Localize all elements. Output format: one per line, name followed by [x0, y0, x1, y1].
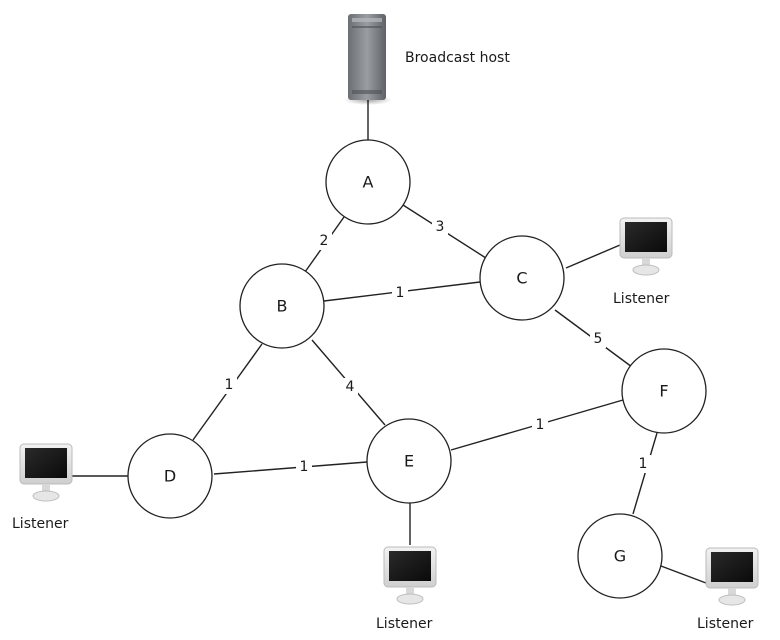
weight-B-D: 1: [225, 377, 234, 393]
node-F: F: [621, 348, 707, 434]
listener-label-G: Listener: [697, 616, 754, 632]
node-label-C: C: [516, 269, 527, 288]
weight-D-E: 1: [300, 459, 309, 475]
weight-A-C: 3: [436, 219, 445, 235]
edge-D-E: [213, 461, 368, 475]
edge-weights: 2 3 1 1 4 5 1 1 1: [221, 218, 651, 476]
listener-label-E: Listener: [376, 616, 433, 632]
weight-C-F: 5: [594, 331, 603, 347]
listener-label-D: Listener: [12, 516, 69, 532]
desktop-computer-icon: [19, 443, 73, 502]
node-label-B: B: [277, 297, 288, 316]
node-B: B: [239, 263, 325, 349]
weight-E-F: 1: [536, 417, 545, 433]
nodes: A B C D E F G: [127, 139, 707, 599]
node-label-D: D: [164, 467, 176, 486]
node-G: G: [577, 513, 663, 599]
node-D: D: [127, 433, 213, 519]
edge-F-G: [632, 432, 658, 515]
desktop-computer-icon: [705, 547, 759, 606]
listener-label-C: Listener: [613, 291, 670, 307]
node-label-A: A: [363, 173, 374, 192]
node-label-E: E: [404, 452, 414, 471]
edge-G-listener: [660, 565, 707, 584]
node-A: A: [325, 139, 411, 225]
node-label-G: G: [614, 547, 626, 566]
weight-B-C: 1: [396, 285, 405, 301]
desktop-computer-icon: [619, 217, 673, 276]
weight-A-B: 2: [320, 233, 329, 249]
node-C: C: [479, 235, 565, 321]
weight-B-E: 4: [346, 379, 355, 395]
desktop-computer-icon: [383, 546, 437, 605]
node-E: E: [366, 418, 452, 504]
weight-F-G: 1: [639, 456, 648, 472]
edge-C-listener: [565, 244, 621, 269]
broadcast-host-label: Broadcast host: [405, 50, 510, 66]
server-tower-icon: [344, 14, 392, 105]
node-label-F: F: [659, 382, 668, 401]
